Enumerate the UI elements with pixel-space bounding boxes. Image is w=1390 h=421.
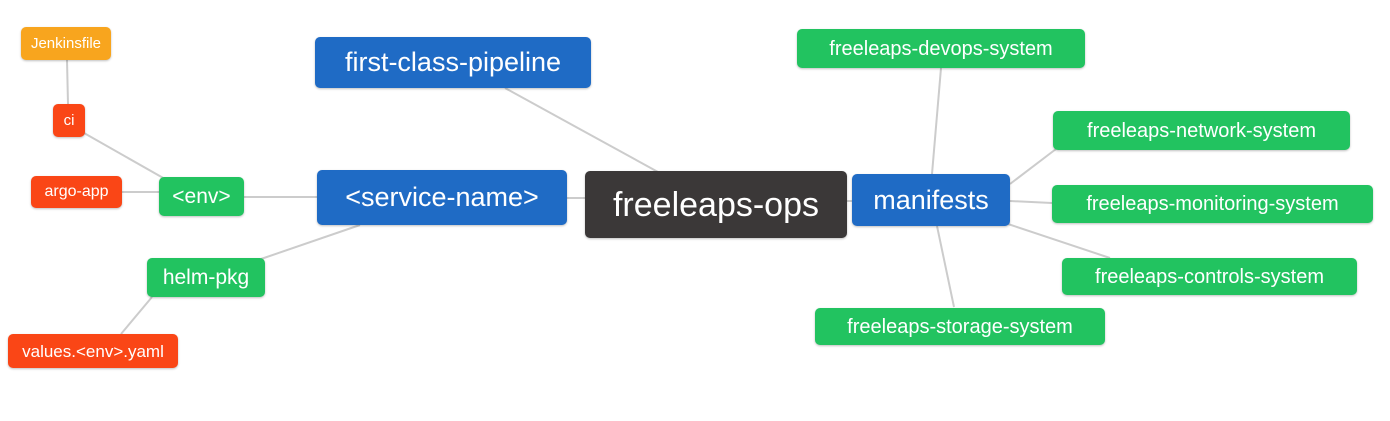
node-storage-system[interactable]: freeleaps-storage-system — [815, 308, 1105, 345]
edge-manifests-monitoring — [1009, 200, 1053, 204]
edge-manifests-devops — [931, 67, 942, 175]
edge-manifests-storage — [936, 225, 955, 308]
node-env[interactable]: <env> — [159, 177, 244, 216]
node-ci[interactable]: ci — [53, 104, 85, 137]
edge-env-ci — [83, 132, 166, 180]
node-service-name[interactable]: <service-name> — [317, 170, 567, 225]
edge-helm-pkg-values — [120, 296, 153, 335]
node-jenkinsfile[interactable]: Jenkinsfile — [21, 27, 111, 60]
edge-manifests-network — [1009, 148, 1057, 185]
node-monitoring-system[interactable]: freeleaps-monitoring-system — [1052, 185, 1373, 223]
edge-service-name-helm-pkg — [260, 224, 361, 260]
node-first-class-pipeline[interactable]: first-class-pipeline — [315, 37, 591, 88]
node-freeleaps-ops[interactable]: freeleaps-ops — [585, 171, 847, 238]
edge-ops-first-class-pipeline — [504, 87, 659, 173]
node-controls-system[interactable]: freeleaps-controls-system — [1062, 258, 1357, 295]
node-helm-pkg[interactable]: helm-pkg — [147, 258, 265, 297]
node-manifests[interactable]: manifests — [852, 174, 1010, 226]
node-devops-system[interactable]: freeleaps-devops-system — [797, 29, 1085, 68]
node-argo-app[interactable]: argo-app — [31, 176, 122, 208]
edge-manifests-controls — [1007, 223, 1111, 259]
node-network-system[interactable]: freeleaps-network-system — [1053, 111, 1350, 150]
edge-ci-jenkinsfile — [66, 59, 69, 105]
node-values-env-yaml[interactable]: values.<env>.yaml — [8, 334, 178, 368]
